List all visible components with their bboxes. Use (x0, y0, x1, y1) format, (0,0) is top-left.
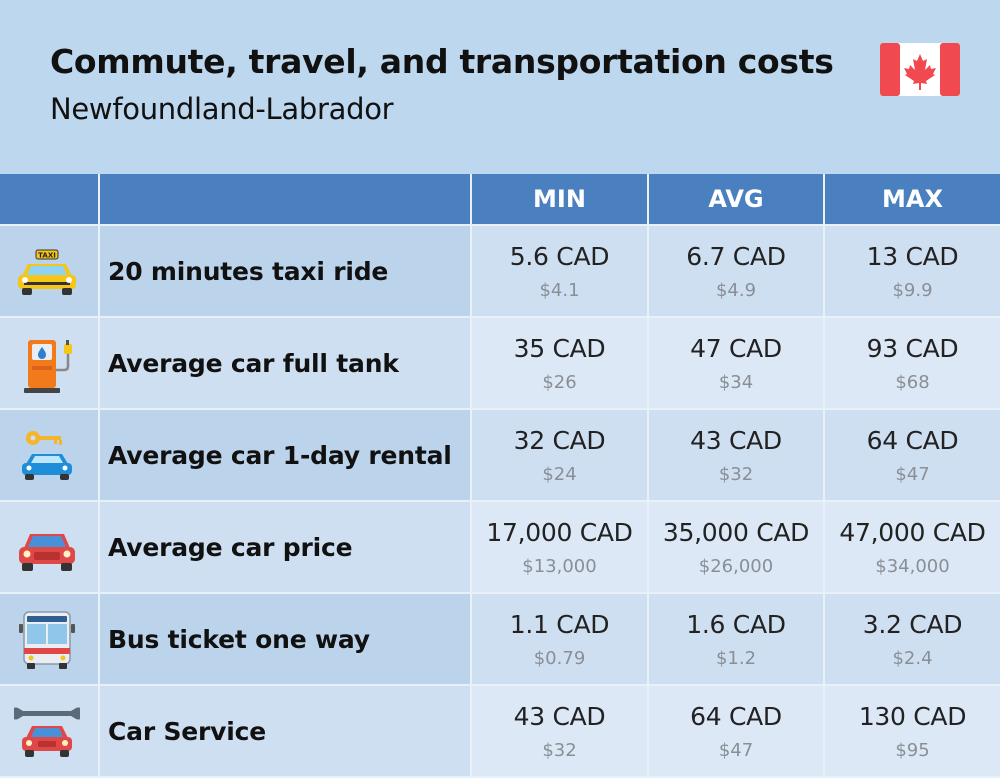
bus-icon (19, 611, 75, 669)
fuel-pump-icon (24, 340, 72, 393)
min-usd: $32 (542, 740, 577, 761)
max-value: 3.2 CAD (862, 610, 963, 639)
avg-usd: $34 (718, 372, 754, 393)
max-value: 130 CAD (858, 702, 967, 731)
table-header-row: MIN AVG MAX (0, 174, 1000, 226)
header-max: MAX (823, 174, 1000, 224)
svg-text:TAXI: TAXI (38, 252, 56, 260)
max-value: 47,000 CAD (839, 518, 986, 547)
row-label: Average car 1-day rental (108, 440, 452, 470)
table-row: Car Service 43 CAD $32 64 CAD $47 130 CA… (0, 686, 1000, 778)
avg-usd: $1.2 (715, 648, 757, 669)
page-header: Commute, travel, and transportation cost… (0, 0, 1000, 174)
min-value: 5.6 CAD (509, 242, 610, 271)
taxi-icon: TAXI (18, 249, 76, 295)
min-usd: $0.79 (533, 648, 586, 669)
avg-value: 64 CAD (690, 702, 782, 731)
max-value: 93 CAD (866, 334, 959, 363)
page-title: Commute, travel, and transportation cost… (50, 42, 834, 81)
min-usd: $13,000 (522, 556, 597, 577)
car-service-wrench-icon (14, 707, 80, 757)
avg-usd: $4.9 (715, 280, 757, 301)
min-value: 43 CAD (513, 702, 606, 731)
max-usd: $68 (895, 372, 930, 393)
avg-value: 6.7 CAD (686, 242, 786, 271)
table-row: Bus ticket one way 1.1 CAD $0.79 1.6 CAD… (0, 594, 1000, 686)
max-value: 13 CAD (866, 242, 959, 271)
header-avg: AVG (647, 174, 823, 224)
table-row: Average car price 17,000 CAD $13,000 35,… (0, 502, 1000, 594)
header-icon-cell (0, 174, 98, 224)
min-value: 32 CAD (513, 426, 606, 455)
max-usd: $34,000 (875, 556, 950, 577)
row-label: Average car price (108, 532, 353, 562)
car-rental-key-icon (22, 431, 72, 480)
min-usd: $26 (542, 372, 577, 393)
min-value: 35 CAD (513, 334, 606, 363)
min-usd: $24 (542, 464, 577, 485)
max-usd: $2.4 (892, 648, 933, 669)
row-label: Car Service (108, 716, 266, 746)
avg-usd: $47 (718, 740, 754, 761)
header-min: MIN (470, 174, 647, 224)
min-usd: $4.1 (539, 280, 580, 301)
max-usd: $47 (895, 464, 930, 485)
min-value: 17,000 CAD (486, 518, 633, 547)
max-usd: $95 (895, 740, 930, 761)
canada-flag-icon (880, 43, 960, 96)
car-icon (19, 534, 75, 571)
max-usd: $9.9 (892, 280, 933, 301)
row-label: 20 minutes taxi ride (108, 256, 389, 286)
page-subtitle: Newfoundland-Labrador (50, 92, 394, 126)
row-label: Average car full tank (108, 348, 399, 378)
avg-value: 47 CAD (690, 334, 782, 363)
max-value: 64 CAD (866, 426, 959, 455)
avg-usd: $32 (718, 464, 754, 485)
header-label-cell (98, 174, 470, 224)
row-label: Bus ticket one way (108, 624, 370, 654)
avg-usd: $26,000 (698, 556, 774, 577)
table-row: Average car full tank 35 CAD $26 47 CAD … (0, 318, 1000, 410)
avg-value: 1.6 CAD (686, 610, 786, 639)
min-value: 1.1 CAD (509, 610, 610, 639)
avg-value: 35,000 CAD (662, 518, 810, 547)
table-row: Average car 1-day rental 32 CAD $24 43 C… (0, 410, 1000, 502)
table-row: TAXI 20 minutes taxi ride 5.6 CAD $4.1 6… (0, 226, 1000, 318)
avg-value: 43 CAD (690, 426, 782, 455)
cost-table: MIN AVG MAX TAXI 20 minutes taxi ride 5.… (0, 174, 1000, 778)
